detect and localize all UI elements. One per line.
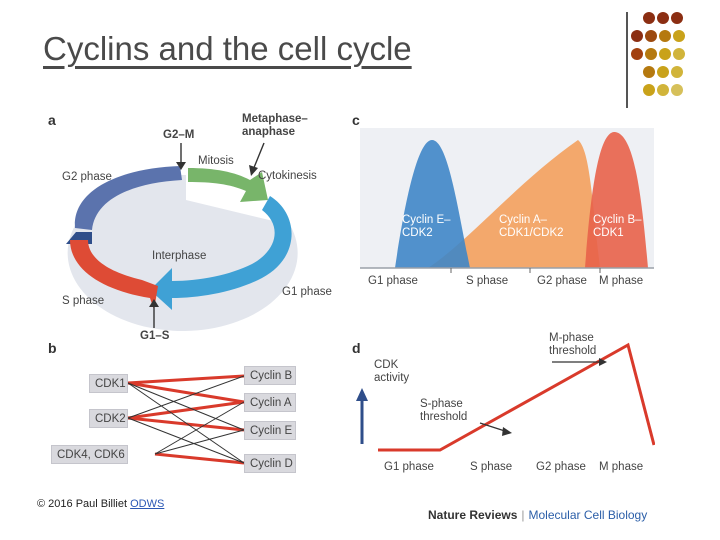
c-phase-g2: G2 phase (537, 275, 587, 287)
c-phase-g1: G1 phase (368, 275, 418, 287)
journal-name: Molecular Cell Biology (528, 508, 648, 522)
publisher-name: Nature Reviews (428, 508, 518, 522)
label-mitosis: Mitosis (198, 155, 234, 167)
decor-dot (657, 66, 669, 78)
g1-arc (150, 196, 292, 310)
decor-dot (631, 48, 643, 60)
cdk-cyclin-links (127, 374, 245, 465)
decor-dot (645, 48, 657, 60)
decor-dot (671, 12, 683, 24)
c-phase-m: M phase (599, 275, 644, 287)
d-phase-s: S phase (470, 461, 513, 473)
label-cytokinesis: Cytokinesis (258, 170, 317, 182)
d-phase-g2: G2 phase (536, 461, 586, 473)
copyright-text: © 2016 Paul Billiet (37, 498, 131, 510)
cdk-activity-plot (356, 342, 655, 452)
curve-cyclin-a (428, 140, 600, 268)
odws-link[interactable]: ODWS (130, 498, 165, 510)
meta-arrow-shaft (252, 142, 265, 171)
decor-dot (657, 12, 669, 24)
meta-arrowhead (249, 165, 258, 176)
decor-dot (643, 84, 655, 96)
s-arc (70, 240, 158, 310)
activity-trace (378, 342, 655, 452)
copyright: © 2016 Paul Billiet ODWS (37, 498, 164, 510)
label-interphase: Interphase (152, 250, 207, 262)
g1s-arrowhead (149, 299, 159, 307)
curve-cyclin-b (585, 131, 648, 268)
label-cyclin-e-cdk2: Cyclin E– CDK2 (402, 214, 451, 239)
panel-d-letter: d (352, 340, 361, 356)
g2m-arrowhead (176, 162, 186, 170)
d-phase-g1: G1 phase (384, 461, 434, 473)
slide-title: Cyclins and the cell cycle (43, 30, 412, 67)
journal-credit: Nature Reviews|Molecular Cell Biology (428, 508, 648, 522)
label-g2m: G2–M (163, 129, 195, 141)
decor-dot (659, 48, 671, 60)
mitosis-arc (188, 168, 268, 202)
y-axis-arrowhead (356, 388, 368, 401)
cell-cycle-diagram (66, 142, 298, 331)
panel-b-letter: b (48, 340, 57, 356)
g2-arc (74, 166, 182, 230)
panel-a-letter: a (48, 112, 56, 128)
decor-dot (657, 84, 669, 96)
label-m-threshold: M-phase threshold (549, 332, 597, 357)
decor-dot (673, 48, 685, 60)
panel-c-letter: c (352, 112, 360, 128)
decor-dot (659, 30, 671, 42)
cdk-box-1: CDK1 (89, 374, 128, 393)
cyclin-box-d: Cyclin D (244, 454, 296, 473)
label-cdk-activity: CDK activity (374, 359, 410, 384)
label-metaphase-anaphase: Metaphase– anaphase (242, 113, 308, 138)
decor-dot (671, 84, 683, 96)
cdk-box-2: CDK2 (89, 409, 128, 428)
decor-dot (645, 30, 657, 42)
cyclin-box-e: Cyclin E (244, 421, 296, 440)
cyclin-box-a: Cyclin A (244, 393, 296, 412)
d-phase-m: M phase (599, 461, 644, 473)
label-g2-phase: G2 phase (62, 171, 112, 183)
curve-cyclin-e (395, 140, 470, 268)
decor-dot (673, 30, 685, 42)
cyclin-box-b: Cyclin B (244, 366, 296, 385)
cdk-box-3: CDK4, CDK6 (51, 445, 128, 464)
c-phase-s: S phase (466, 275, 509, 287)
label-g1-phase: G1 phase (282, 286, 332, 298)
label-g1s: G1–S (140, 330, 170, 342)
label-s-phase: S phase (62, 295, 105, 307)
decor-dot (643, 66, 655, 78)
decor-dot (643, 12, 655, 24)
decor-dot (671, 66, 683, 78)
decor-dot (631, 30, 643, 42)
label-s-threshold: S-phase threshold (420, 398, 468, 423)
label-cyclin-a-cdk: Cyclin A– CDK1/CDK2 (499, 214, 564, 239)
label-cyclin-b-cdk1: Cyclin B– CDK1 (593, 214, 642, 239)
decor-divider (626, 12, 628, 108)
cyclin-curves (360, 128, 654, 273)
